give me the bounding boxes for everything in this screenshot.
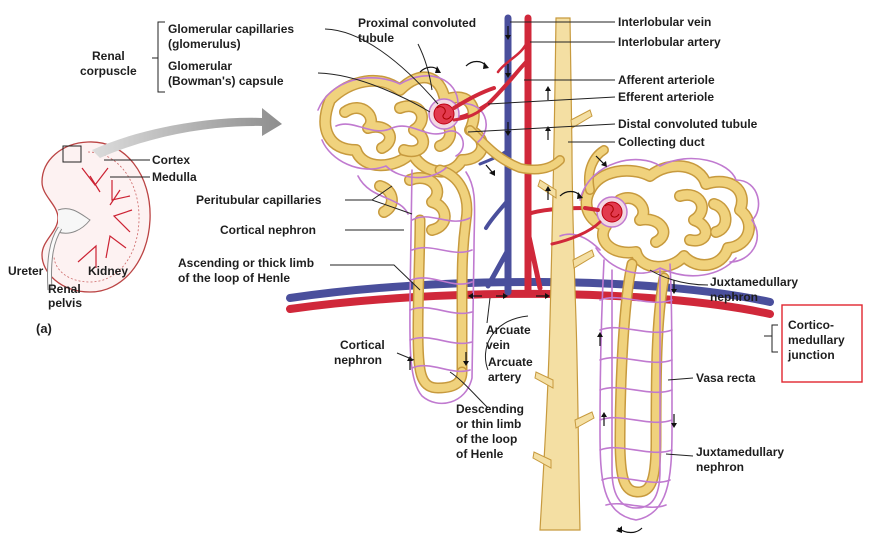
- collecting-duct-vessel: [539, 17, 581, 531]
- label-juxtamedullary-2-2: nephron: [696, 460, 744, 474]
- label-interlobular-artery: Interlobular artery: [618, 35, 721, 49]
- label-collecting-duct: Collecting duct: [618, 135, 705, 149]
- label-ascending-2: of the loop of Henle: [178, 271, 290, 285]
- label-distal-convoluted-tubule: Distal convoluted tubule: [618, 117, 758, 131]
- label-proximal-1: Proximal convoluted: [358, 16, 476, 30]
- label-descending-4: of Henle: [456, 447, 504, 461]
- label-medulla: Medulla: [152, 170, 197, 184]
- flow-arrows: [407, 26, 677, 534]
- kidney-illustration: [41, 141, 151, 293]
- juxtamedullary-glomerulus: [550, 196, 628, 246]
- label-interlobular-vein: Interlobular vein: [618, 15, 711, 29]
- label-renal-corpuscle-1: Renal: [92, 49, 125, 63]
- vasa-recta-capillaries: [559, 157, 760, 521]
- label-cortico-1: Cortico-: [788, 318, 834, 332]
- label-arcuate-vein-1: Arcuate: [486, 323, 531, 337]
- label-juxtamedullary-2-1: Juxtamedullary: [696, 445, 784, 459]
- label-cortical-nephron: Cortical nephron: [220, 223, 316, 237]
- label-glomerular-capillaries-2: (glomerulus): [168, 37, 241, 51]
- cortical-peritubular-capillaries: [317, 75, 487, 405]
- label-arcuate-artery-2: artery: [488, 370, 522, 384]
- label-peritubular-capillaries: Peritubular capillaries: [196, 193, 322, 207]
- interlobular-vessels: [456, 14, 587, 298]
- cortico-medullary-highlight-box: [781, 304, 863, 383]
- zoom-arrow: [92, 108, 282, 158]
- label-vasa-recta: Vasa recta: [696, 371, 756, 385]
- label-cortico-3: junction: [787, 348, 835, 362]
- label-kidney: Kidney: [88, 264, 128, 278]
- leader-lines: [104, 21, 778, 457]
- label-renal-pelvis-2: pelvis: [48, 296, 82, 310]
- cortex-selection-box: [62, 145, 82, 163]
- label-arcuate-artery-1: Arcuate: [488, 355, 533, 369]
- label-cortex: Cortex: [152, 153, 190, 167]
- label-descending-1: Descending: [456, 402, 524, 416]
- label-arcuate-vein-2: vein: [486, 338, 510, 352]
- label-juxtamedullary-1: Juxtamedullary: [710, 275, 798, 289]
- label-cortical-nephron-2-2: nephron: [334, 353, 382, 367]
- label-ascending-1: Ascending or thick limb: [178, 256, 314, 270]
- label-renal-corpuscle-2: corpuscle: [80, 64, 137, 78]
- label-glomerular-capillaries-1: Glomerular capillaries: [168, 22, 294, 36]
- juxtamedullary-nephron-tubules: [580, 145, 755, 498]
- arcuate-artery-vessel: [286, 289, 774, 318]
- label-afferent-arteriole: Afferent arteriole: [618, 73, 715, 87]
- label-renal-pelvis-1: Renal: [48, 282, 81, 296]
- label-descending-2: or thin limb: [456, 417, 521, 431]
- cortical-glomerulus: [428, 86, 496, 130]
- label-bowmans-capsule-2: (Bowman's) capsule: [168, 74, 284, 88]
- label-proximal-2: tubule: [358, 31, 394, 45]
- label-ureter: Ureter: [8, 264, 44, 278]
- label-efferent-arteriole: Efferent arteriole: [618, 90, 714, 104]
- label-descending-3: of the loop: [456, 432, 517, 446]
- label-cortical-nephron-2-1: Cortical: [340, 338, 385, 352]
- panel-label: (a): [36, 321, 52, 336]
- label-juxtamedullary-2: nephron: [710, 290, 758, 304]
- label-cortico-2: medullary: [788, 333, 845, 347]
- collecting-duct-branches: [532, 109, 595, 469]
- label-bowmans-capsule-1: Glomerular: [168, 59, 232, 73]
- medullary-pyramids: [77, 167, 133, 268]
